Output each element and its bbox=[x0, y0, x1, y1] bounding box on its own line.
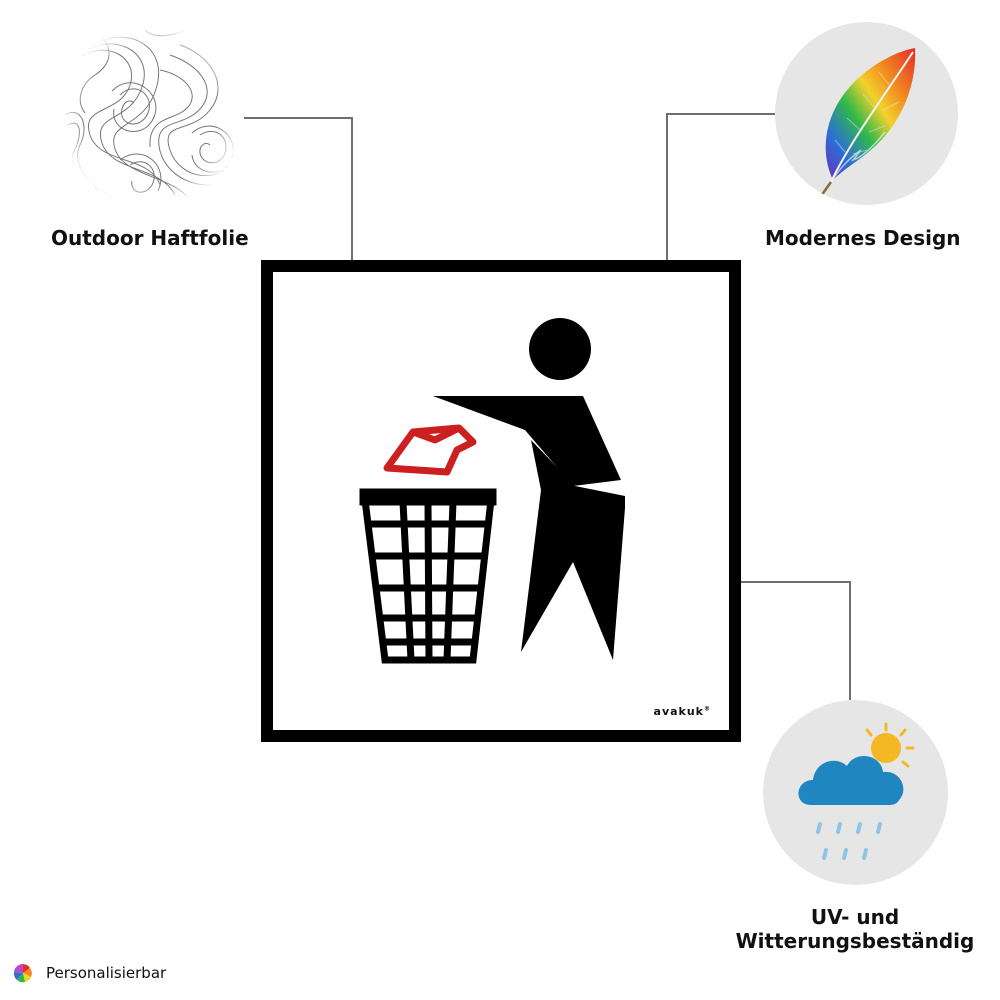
connector-outdoor bbox=[244, 117, 353, 280]
feature-weather-label: UV- und Witterungsbeständig bbox=[720, 905, 990, 953]
feature-outdoor-image bbox=[60, 25, 242, 207]
feature-weather-label-line2: Witterungsbeständig bbox=[735, 929, 975, 953]
feature-outdoor-label: Outdoor Haftfolie bbox=[51, 226, 249, 250]
rain-sun-cloud-icon bbox=[798, 722, 915, 860]
feature-design-label: Modernes Design bbox=[765, 226, 961, 250]
personalization-label: Personalisierbar bbox=[46, 964, 167, 982]
feature-design-image bbox=[775, 22, 958, 205]
personalization-note: Personalisierbar bbox=[12, 962, 166, 984]
pinwheel-icon bbox=[13, 963, 32, 983]
litter-sign: avakuk® bbox=[261, 260, 741, 742]
feature-weather-label-line1: UV- und bbox=[810, 905, 900, 929]
rainbow-feather-icon bbox=[819, 48, 916, 197]
topographic-texture-icon bbox=[60, 25, 242, 207]
brand-logo: avakuk® bbox=[653, 705, 711, 718]
feature-weather-image bbox=[763, 700, 948, 885]
person-litter-bin-icon bbox=[359, 318, 625, 664]
